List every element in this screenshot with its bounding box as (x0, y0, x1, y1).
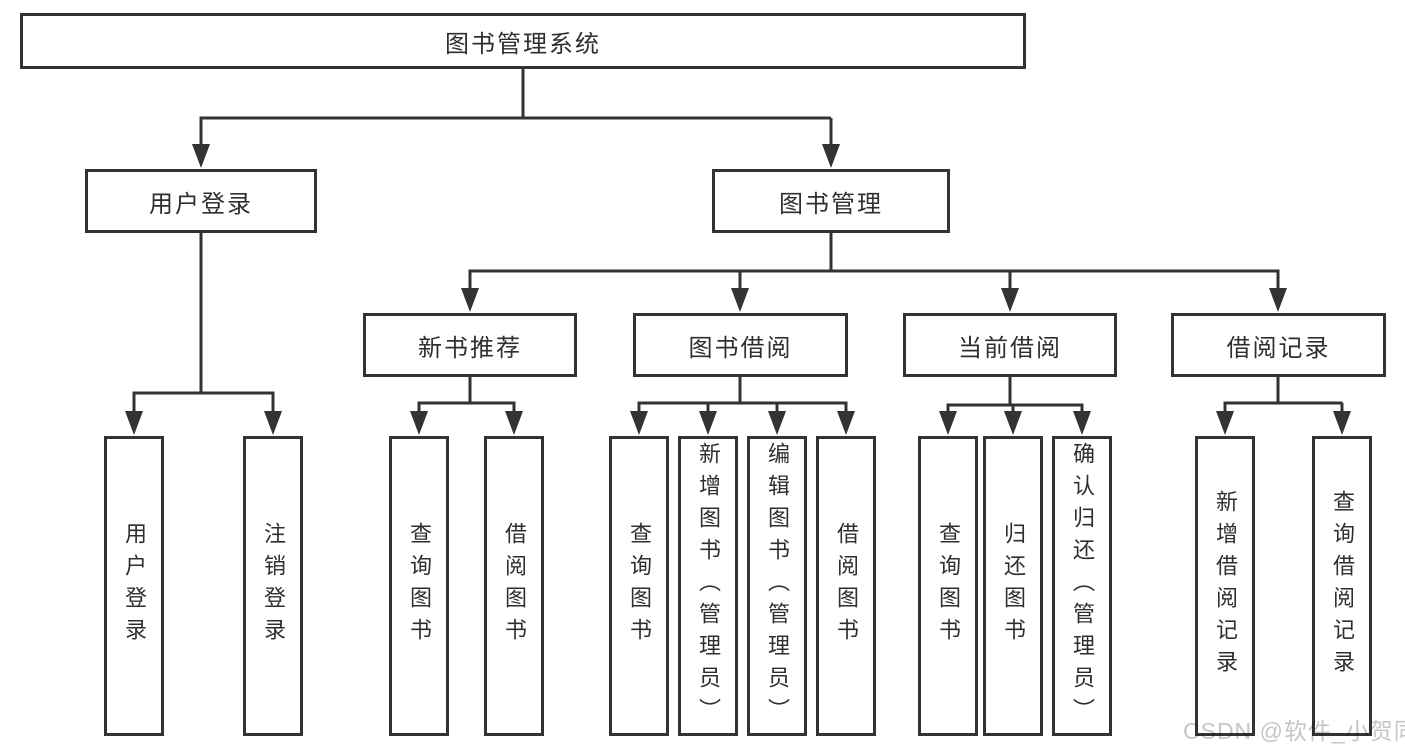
leaf-confirm-return-admin: 确认归还（管理员） (1052, 436, 1112, 736)
leaf-query-borrow-record: 查询借阅记录 (1312, 436, 1372, 736)
node-label: 图书借阅 (688, 334, 793, 362)
leaf-return-book: 归还图书 (983, 436, 1043, 736)
watermark: CSDN @软件_小贺同学 (1183, 718, 1405, 744)
arrow-down-icon (1073, 411, 1091, 435)
arrow-down-icon (630, 411, 648, 435)
arrow-down-icon (1216, 411, 1234, 435)
arrow-down-icon (1269, 288, 1287, 312)
leaf-label: 查询图书 (407, 522, 432, 650)
node-borrowing-records: 借阅记录 (1171, 313, 1386, 377)
connector-root (199, 69, 833, 146)
arrow-down-icon (461, 288, 479, 312)
leaf-label: 注销登录 (261, 522, 286, 650)
leaf-label: 归还图书 (1001, 522, 1026, 650)
leaf-query-books-borrowing: 查询图书 (609, 436, 669, 736)
node-current-borrowing: 当前借阅 (903, 313, 1117, 377)
leaf-query-books-current: 查询图书 (918, 436, 978, 736)
arrow-down-icon (699, 411, 717, 435)
leaf-label: 查询图书 (627, 522, 652, 650)
arrow-down-icon (1001, 288, 1019, 312)
arrow-down-icon (264, 411, 282, 435)
leaf-add-book-admin: 新增图书（管理员） (678, 436, 738, 736)
leaf-label: 新增图书（管理员） (696, 442, 721, 730)
arrow-down-icon (1004, 411, 1022, 435)
node-new-book-recommend: 新书推荐 (363, 313, 577, 377)
leaf-label: 用户登录 (122, 522, 147, 650)
arrow-down-icon (837, 411, 855, 435)
node-label: 当前借阅 (958, 334, 1062, 362)
leaf-borrow-books-recommend: 借阅图书 (484, 436, 544, 736)
leaf-edit-book-admin: 编辑图书（管理员） (747, 436, 807, 736)
node-book-management: 图书管理 (712, 169, 950, 233)
arrow-down-icon (1333, 411, 1351, 435)
leaf-query-books-recommend: 查询图书 (389, 436, 449, 736)
node-label: 用户登录 (149, 190, 253, 218)
leaf-label: 新增借阅记录 (1213, 490, 1238, 682)
leaf-label: 确认归还（管理员） (1070, 442, 1095, 730)
leaf-logout: 注销登录 (243, 436, 303, 736)
connector-borrow-records-branch (1223, 377, 1344, 416)
node-label: 新书推荐 (418, 334, 522, 362)
node-label: 借阅记录 (1226, 334, 1331, 362)
arrow-down-icon (822, 144, 840, 168)
arrow-down-icon (410, 411, 428, 435)
connector-user-login-branch (132, 233, 275, 416)
node-user-login: 用户登录 (85, 169, 317, 233)
connector-book-borrow-branch (637, 377, 848, 416)
arrow-down-icon (192, 144, 210, 168)
node-book-borrowing: 图书借阅 (633, 313, 848, 377)
arrowheads (125, 144, 1351, 435)
leaf-label: 查询图书 (936, 522, 961, 650)
leaf-label: 借阅图书 (834, 522, 859, 650)
connector-book-management-branch (468, 233, 1280, 292)
leaf-add-borrow-record: 新增借阅记录 (1195, 436, 1255, 736)
arrow-down-icon (125, 411, 143, 435)
arrow-down-icon (939, 411, 957, 435)
node-label: 图书管理 (779, 190, 883, 218)
leaf-label: 借阅图书 (502, 522, 527, 650)
leaf-borrow-books: 借阅图书 (816, 436, 876, 736)
leaf-user-login: 用户登录 (104, 436, 164, 736)
connector-new-book-branch (417, 377, 516, 416)
arrow-down-icon (505, 411, 523, 435)
leaf-label: 编辑图书（管理员） (765, 442, 790, 730)
arrow-down-icon (731, 288, 749, 312)
leaf-label: 查询借阅记录 (1330, 490, 1355, 682)
arrow-down-icon (768, 411, 786, 435)
node-label: 图书管理系统 (445, 30, 601, 58)
node-library-management-system: 图书管理系统 (20, 13, 1026, 69)
connector-current-borrow-branch (946, 377, 1084, 416)
